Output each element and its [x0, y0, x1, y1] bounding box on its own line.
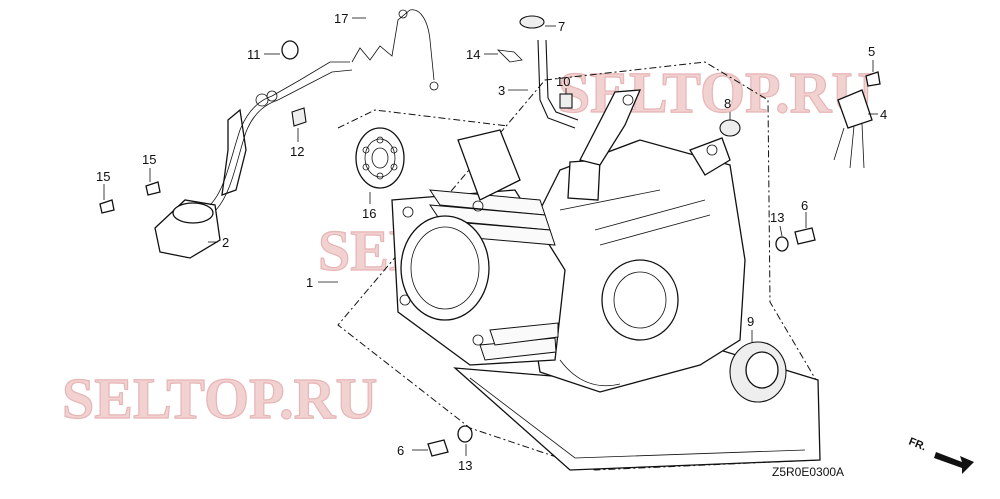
callout-7: 7 — [558, 19, 565, 34]
callout-13-bottom: 13 — [458, 458, 472, 473]
callout-6-right: 6 — [801, 198, 808, 213]
callout-15-upper: 15 — [142, 152, 156, 167]
callout-11: 11 — [247, 47, 261, 62]
front-direction-indicator: FR. — [907, 436, 974, 474]
callout-12: 12 — [290, 144, 304, 159]
watermark-bottom: SELTOP.RU — [62, 366, 377, 431]
callout-1: 1 — [306, 275, 313, 290]
oil-seal — [729, 341, 787, 403]
cylinder-block — [391, 89, 821, 471]
callout-6-bottom: 6 — [397, 443, 404, 458]
callout-14: 14 — [466, 47, 480, 62]
oil-level-switch — [154, 61, 353, 259]
callout-15-lower: 15 — [96, 169, 110, 184]
callout-8: 8 — [724, 96, 731, 111]
diagram-code: Z5R0E0300A — [772, 465, 844, 479]
assembly-boundary — [337, 61, 819, 471]
front-arrow-icon — [934, 452, 974, 474]
callout-17: 17 — [334, 11, 348, 26]
small-parts — [99, 9, 881, 457]
callout-10: 10 — [556, 74, 570, 89]
callout-5: 5 — [868, 44, 875, 59]
leader-lines — [103, 17, 878, 456]
callout-labels: 1 2 3 4 5 6 6 7 8 9 10 11 12 13 13 14 15… — [96, 11, 887, 473]
callout-13-right: 13 — [770, 210, 784, 225]
bearing — [355, 127, 405, 189]
front-label: FR. — [907, 436, 928, 454]
callout-4: 4 — [880, 107, 887, 122]
callout-16: 16 — [362, 206, 376, 221]
callout-9: 9 — [747, 314, 754, 329]
callout-2: 2 — [222, 235, 229, 250]
callout-3: 3 — [498, 83, 505, 98]
